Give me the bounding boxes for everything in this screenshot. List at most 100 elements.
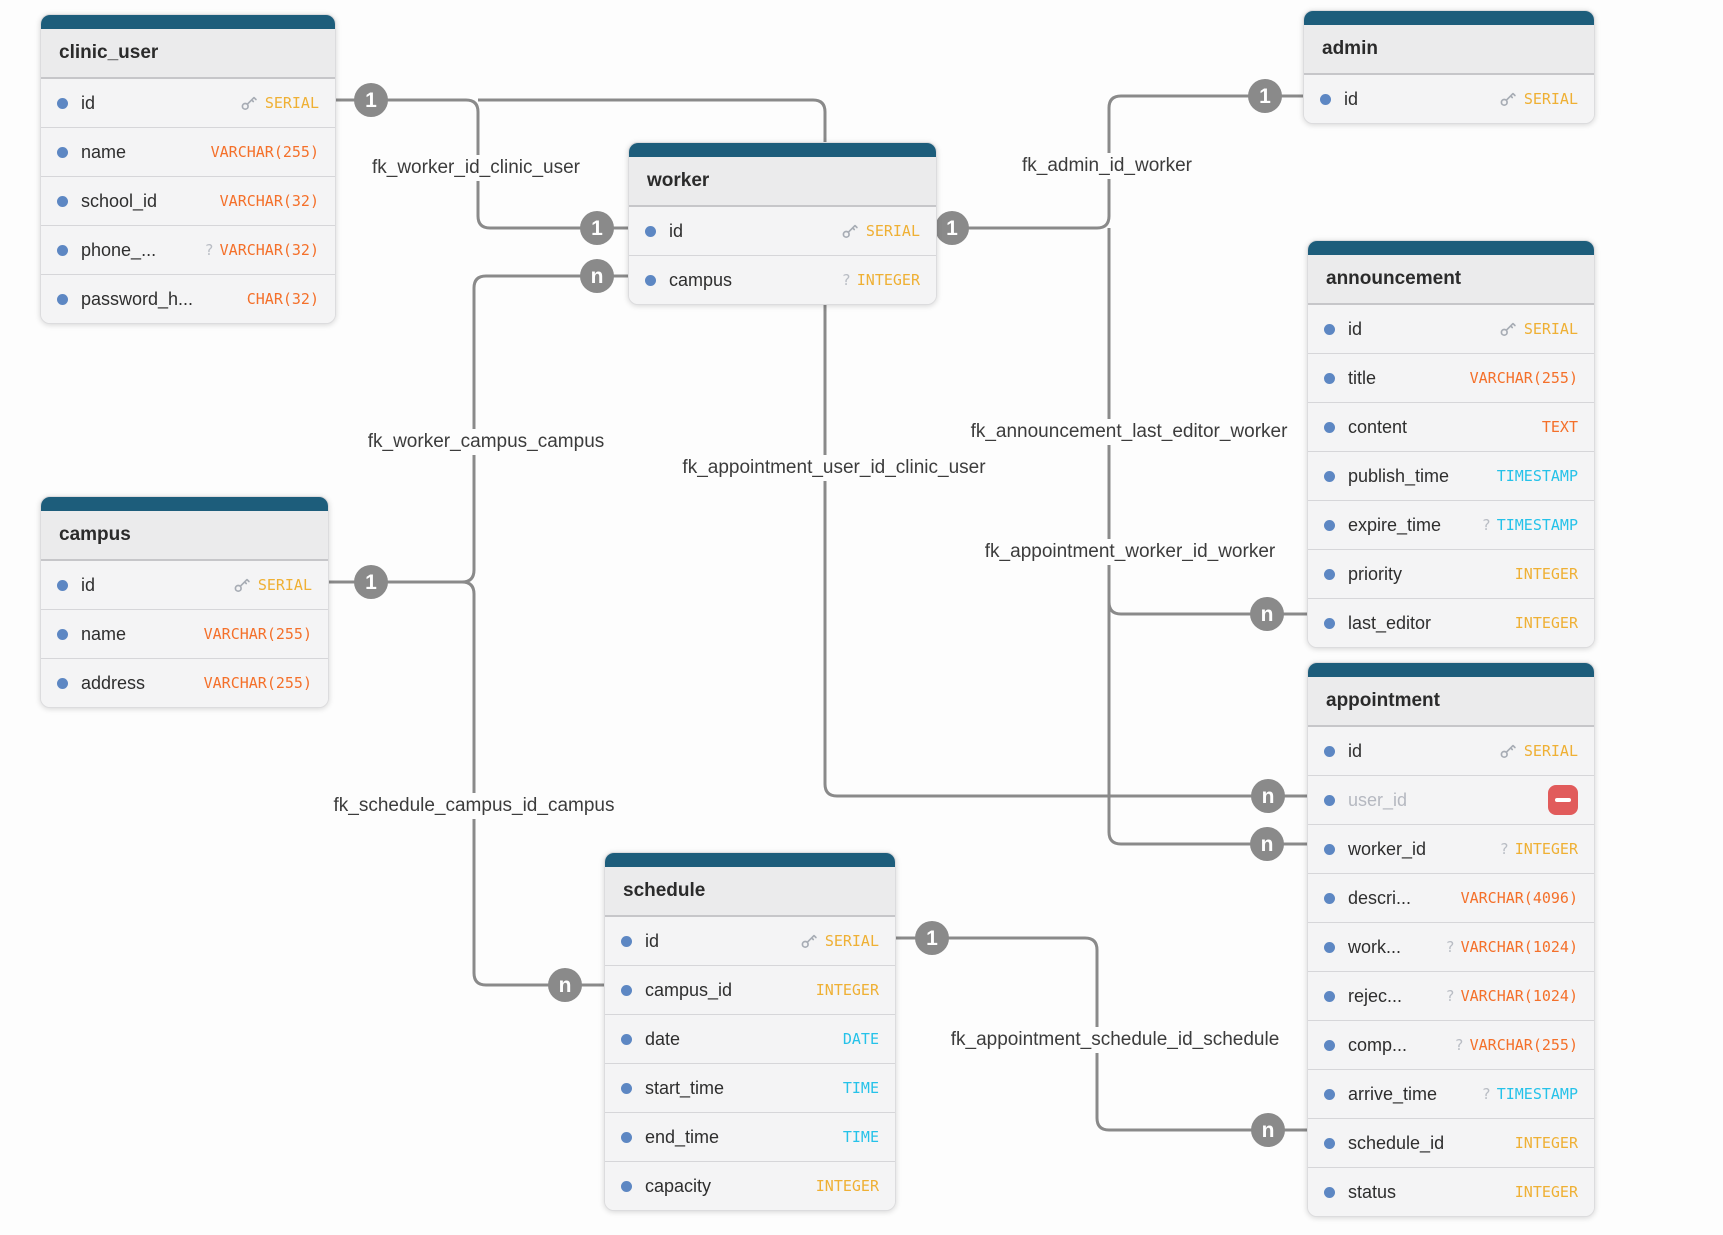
table-title-text: schedule	[623, 880, 706, 901]
field-row-last_editor[interactable]: last_editor INTEGER	[1308, 599, 1594, 647]
field-type: SERIAL	[232, 575, 312, 595]
field-row-user_id[interactable]: user_id	[1308, 776, 1594, 825]
field-row-end_time[interactable]: end_time TIME	[605, 1113, 895, 1162]
field-dot-icon	[1324, 745, 1335, 757]
field-dot-icon	[1324, 1186, 1335, 1198]
field-row-address[interactable]: address VARCHAR(255)	[41, 659, 328, 707]
table-announcement[interactable]: announcement id SERIAL title VARCHAR(255…	[1307, 240, 1595, 648]
field-type-text: VARCHAR(1024)	[1460, 987, 1578, 1005]
field-name: end_time	[645, 1126, 720, 1147]
field-dot-icon	[57, 293, 68, 305]
field-row-publish_time[interactable]: publish_time TIMESTAMP	[1308, 452, 1594, 501]
field-row-status[interactable]: status INTEGER	[1308, 1168, 1594, 1216]
field-type-text: VARCHAR(255)	[1469, 1036, 1578, 1054]
cardinality-badge: 1	[580, 211, 614, 245]
field-row-id[interactable]: id SERIAL	[1308, 727, 1594, 776]
field-type: INTEGER	[1515, 614, 1578, 632]
field-row-capacity[interactable]: capacity INTEGER	[605, 1162, 895, 1210]
field-name: id	[1344, 88, 1359, 109]
cardinality-badge: 1	[935, 211, 969, 245]
badge-text: 1	[926, 927, 938, 950]
field-type: INTEGER	[1515, 565, 1578, 583]
field-row-title[interactable]: title VARCHAR(255)	[1308, 354, 1594, 403]
field-type: SERIAL	[1498, 89, 1578, 109]
field-row-description[interactable]: descri... VARCHAR(4096)	[1308, 874, 1594, 923]
relationship-label[interactable]: fk_appointment_user_id_clinic_user	[675, 455, 993, 481]
field-row-expire_time[interactable]: expire_time ?TIMESTAMP	[1308, 501, 1594, 550]
field-dot-icon	[57, 195, 68, 207]
field-type-text: SERIAL	[1523, 742, 1578, 760]
field-row-id[interactable]: id SERIAL	[1308, 305, 1594, 354]
field-type-text: TEXT	[1541, 418, 1578, 436]
cardinality-badge: 1	[354, 565, 388, 599]
field-type-text: SERIAL	[824, 932, 879, 950]
rel-path-fk_schedule_campus_id_campus[interactable]	[327, 580, 604, 987]
field-row-id[interactable]: id SERIAL	[41, 79, 335, 128]
table-title: announcement	[1308, 255, 1594, 305]
field-row-start_time[interactable]: start_time TIME	[605, 1064, 895, 1113]
badge-text: 1	[365, 571, 377, 594]
rel-path-fk_appointment_worker_id_worker[interactable]	[1107, 228, 1307, 846]
table-worker[interactable]: worker id SERIAL campus ?INTEGER	[628, 142, 937, 305]
field-row-id[interactable]: id SERIAL	[41, 561, 328, 610]
table-admin[interactable]: admin id SERIAL	[1303, 10, 1595, 124]
table-schedule[interactable]: schedule id SERIAL campus_id INTEGER dat…	[604, 852, 896, 1211]
table-clinic_user[interactable]: clinic_user id SERIAL name VARCHAR(255) …	[40, 14, 336, 324]
field-type: ?VARCHAR(255)	[1455, 1036, 1578, 1054]
field-row-phone[interactable]: phone_... ?VARCHAR(32)	[41, 226, 335, 275]
field-type: SERIAL	[1498, 319, 1578, 339]
field-row-campus_id[interactable]: campus_id INTEGER	[605, 966, 895, 1015]
field-row-priority[interactable]: priority INTEGER	[1308, 550, 1594, 599]
field-dot-icon	[1324, 421, 1335, 433]
field-row-school_id[interactable]: school_id VARCHAR(32)	[41, 177, 335, 226]
table-campus[interactable]: campus id SERIAL name VARCHAR(255) addre…	[40, 496, 329, 708]
field-row-arrive_time[interactable]: arrive_time ?TIMESTAMP	[1308, 1070, 1594, 1119]
field-row-worker_id[interactable]: worker_id ?INTEGER	[1308, 825, 1594, 874]
relationship-label[interactable]: fk_appointment_schedule_id_schedule	[943, 1027, 1287, 1053]
field-type: ?VARCHAR(1024)	[1446, 987, 1578, 1005]
table-title-text: worker	[647, 170, 710, 191]
relationship-label[interactable]: fk_admin_id_worker	[1014, 153, 1200, 179]
field-name: last_editor	[1348, 612, 1432, 633]
field-row-work[interactable]: work... ?VARCHAR(1024)	[1308, 923, 1594, 972]
field-type: ?VARCHAR(1024)	[1446, 938, 1578, 956]
field-type: VARCHAR(255)	[204, 625, 312, 643]
table-accent-bar	[1304, 11, 1594, 25]
relationship-label[interactable]: fk_announcement_last_editor_worker	[963, 419, 1295, 445]
field-type-text: VARCHAR(255)	[203, 674, 312, 692]
field-name: id	[669, 220, 684, 241]
field-type: SERIAL	[1498, 741, 1578, 761]
table-title-text: announcement	[1326, 268, 1462, 289]
field-row-content[interactable]: content TEXT	[1308, 403, 1594, 452]
field-row-name[interactable]: name VARCHAR(255)	[41, 610, 328, 659]
field-dot-icon	[1324, 1137, 1335, 1149]
field-row-reject[interactable]: rejec... ?VARCHAR(1024)	[1308, 972, 1594, 1021]
field-row-campus[interactable]: campus ?INTEGER	[629, 256, 936, 304]
field-row-schedule_id[interactable]: schedule_id INTEGER	[1308, 1119, 1594, 1168]
field-row-password_hash[interactable]: password_h... CHAR(32)	[41, 275, 335, 323]
field-dot-icon	[1320, 93, 1331, 105]
field-dot-icon	[1324, 941, 1335, 953]
relationship-label[interactable]: fk_worker_id_clinic_user	[364, 155, 588, 181]
relationship-label[interactable]: fk_worker_campus_campus	[360, 429, 612, 455]
field-row-id[interactable]: id SERIAL	[629, 207, 936, 256]
nullable-icon: ?	[841, 271, 851, 289]
delete-field-icon[interactable]	[1548, 785, 1578, 815]
field-name: password_h...	[81, 288, 194, 309]
relationship-label[interactable]: fk_schedule_campus_id_campus	[326, 793, 622, 819]
field-row-complete[interactable]: comp... ?VARCHAR(255)	[1308, 1021, 1594, 1070]
table-title: appointment	[1308, 677, 1594, 727]
field-row-id[interactable]: id SERIAL	[1304, 75, 1594, 123]
field-row-name[interactable]: name VARCHAR(255)	[41, 128, 335, 177]
field-row-id[interactable]: id SERIAL	[605, 917, 895, 966]
table-appointment[interactable]: appointment id SERIAL user_id worker_id …	[1307, 662, 1595, 1217]
field-dot-icon	[57, 677, 68, 689]
field-name: id	[645, 930, 660, 951]
nullable-icon: ?	[1499, 840, 1509, 858]
cardinality-badge: n	[1250, 597, 1284, 631]
relationship-label[interactable]: fk_appointment_worker_id_worker	[977, 539, 1283, 565]
field-type-text: INTEGER	[815, 1177, 879, 1195]
field-row-date[interactable]: date DATE	[605, 1015, 895, 1064]
rel-path-fk_appointment_user_id_clinic_user[interactable]	[478, 98, 1307, 798]
